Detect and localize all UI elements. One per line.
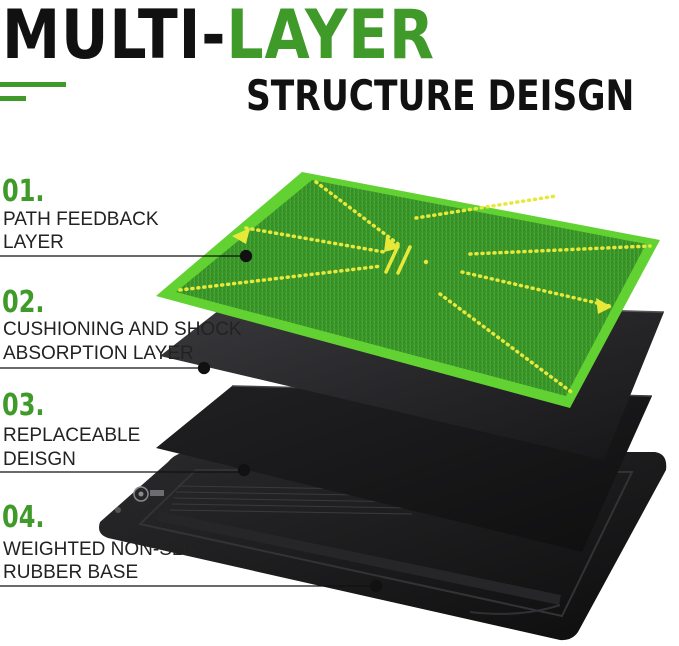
layer-2-number: 02.	[2, 285, 45, 320]
layer-4-number: 04.	[2, 500, 45, 535]
layer-3-number: 03.	[2, 388, 45, 423]
accent-bar-long	[0, 82, 66, 87]
layer-3-line2: DEISGN	[3, 449, 76, 470]
turf-layer	[156, 172, 660, 408]
layer-1-line1: PATH FEEDBACK	[3, 209, 159, 230]
layer-1-number: 01.	[2, 174, 45, 209]
main-title: MULTI-LAYER	[2, 2, 435, 70]
layer-1-line2: LAYER	[3, 232, 64, 253]
accent-bar-short	[0, 96, 26, 101]
base-logo-icon	[133, 486, 164, 502]
main-title-part1: MULTI-	[2, 0, 227, 75]
layer-4-line2: RUBBER BASE	[3, 562, 139, 583]
layer-3-line1: REPLACEABLE	[3, 425, 141, 446]
subtitle: STRUCTURE DEISGN	[246, 71, 635, 120]
path-center-mark	[384, 244, 429, 275]
leader-lines	[0, 249, 383, 593]
layer-4-line1: WEIGHTED NON-SLIP	[3, 539, 201, 560]
path-lines	[178, 180, 652, 396]
main-title-part2: LAYER	[226, 0, 435, 75]
arrow-icons	[232, 228, 612, 314]
layer-2-line2: ABSORPTION LAYER	[3, 343, 194, 364]
layer-2-line1: CUSHIONING AND SHOCK	[3, 319, 242, 340]
